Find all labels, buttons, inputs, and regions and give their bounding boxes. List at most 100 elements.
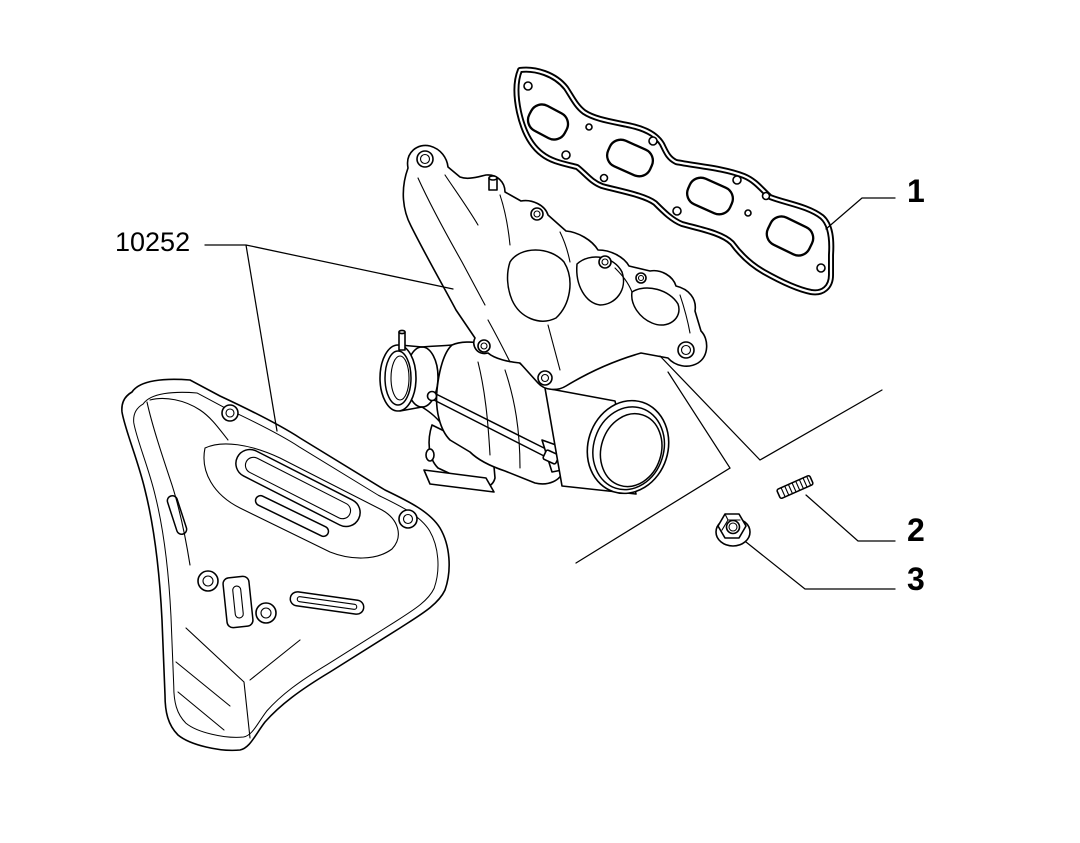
flange-bolt-hole (419, 153, 431, 165)
flange-bolt-boss (598, 255, 612, 269)
runner-wall (679, 294, 691, 334)
shield-lower-rib (175, 661, 231, 707)
exhaust-manifold-turbo (379, 144, 708, 495)
bracket-line-upper (659, 355, 883, 461)
gasket-bolt-hole (561, 150, 571, 160)
outlet-middle-ring (592, 406, 666, 491)
center-bracket-outline (222, 575, 254, 629)
callout-assembly-ref: 10252 (115, 227, 190, 257)
port-outline (685, 176, 735, 216)
port-outline (765, 215, 815, 257)
heat-shield-lower-slot (254, 494, 330, 538)
housing-seam (504, 369, 521, 469)
mid-slot-outer (289, 591, 365, 615)
gasket-bolt-hole (816, 263, 826, 273)
flange-bolt-boss (416, 150, 434, 168)
flange-bolt-hole (637, 274, 645, 282)
flange-bolt-boss (677, 341, 695, 359)
shield-bolt-hole (225, 408, 235, 418)
gasket-bolt-hole (523, 81, 533, 91)
runner-wall (417, 177, 486, 306)
upper-slot-outer (235, 448, 361, 528)
inlet-front-ring (379, 344, 417, 412)
inlet-bore (390, 355, 410, 401)
flange-bolt-hole (533, 210, 541, 218)
outlet-outer-ring (586, 399, 670, 495)
gasket-bolt-hole (744, 209, 752, 217)
stud-body (776, 474, 814, 500)
stud-end (488, 175, 498, 181)
collector-neck (487, 319, 511, 363)
pin-shank (398, 331, 406, 351)
shield-lower-rib (185, 627, 251, 739)
shield-bolt-hole (260, 607, 272, 619)
heat-shield-upper-slot (235, 448, 361, 528)
shield-bolt-boss (398, 509, 418, 529)
shield-lower-rib (249, 639, 301, 681)
shield-bolt-hole (402, 513, 414, 525)
inlet-inner-ring (384, 350, 412, 406)
shield-bolt-boss (221, 404, 239, 422)
leader-nut (745, 541, 896, 590)
heat-shield-outline (121, 378, 450, 752)
port-outline (605, 138, 655, 178)
nut-bore (725, 519, 741, 535)
elbow-nozzle (425, 448, 435, 462)
gasket-bolt-hole (761, 191, 771, 201)
inlet-pin (398, 329, 406, 351)
shield-bolt-boss (197, 570, 219, 592)
flange-bolt-boss (537, 370, 553, 386)
leader-lines (204, 197, 896, 590)
wastegate-rod-end (426, 390, 438, 402)
shield-bolt-boss (255, 602, 277, 624)
outlet-inner-ring (599, 412, 663, 488)
heat-shield-center-bracket (222, 575, 254, 629)
runner-wall (559, 231, 571, 263)
gasket-port (605, 138, 655, 178)
callout-gasket-ref: 1 (907, 173, 925, 209)
upper-slot-inner (244, 456, 352, 520)
flange-bolt-boss (530, 207, 544, 221)
mid-slot-inner (296, 596, 358, 610)
runner-wall (499, 194, 511, 246)
gasket-bolt-hole (648, 136, 658, 146)
heat-shield-mid-slot (289, 591, 365, 615)
shield-lower-rib (177, 691, 225, 731)
outlet-flange (586, 399, 670, 495)
flange-bolt-hole (480, 342, 488, 350)
callout-stud-ref: 2 (907, 512, 925, 548)
shield-bolt-hole (202, 575, 214, 587)
heat-shield-raised-panel (203, 443, 399, 559)
leader-assembly (204, 244, 454, 432)
nut-thread (728, 522, 738, 532)
gasket-port (685, 176, 735, 216)
heat-shield-side-slot (166, 494, 188, 536)
gasket-bolt-hole (599, 173, 609, 183)
gasket-port (526, 103, 570, 141)
gasket-bolt-hole (732, 175, 742, 185)
collector-opening (506, 249, 571, 322)
runner-wall (614, 267, 633, 293)
flange-bolt-boss (635, 272, 647, 284)
housing-seam (477, 361, 491, 456)
nut-hex-face (721, 513, 741, 531)
gasket-bolt-hole (585, 123, 593, 131)
heat-shield-left-ridge (146, 401, 191, 566)
gasket-port (765, 215, 815, 257)
flange-top-stud (488, 175, 498, 191)
port-outline (526, 103, 570, 141)
manifold-gasket (517, 70, 832, 293)
lower-elbow-flange (423, 469, 495, 493)
collector-neck (547, 324, 561, 371)
flange-bolt-hole (601, 258, 609, 266)
leader-stud (805, 494, 896, 542)
wastegate-rod (431, 391, 549, 458)
callout-nut-ref: 3 (907, 561, 925, 597)
flange-nut (715, 513, 751, 547)
runner-opening (631, 287, 680, 326)
center-bracket-slot (232, 585, 244, 619)
gasket-bolt-hole (672, 206, 682, 216)
stud-thread (780, 475, 812, 498)
